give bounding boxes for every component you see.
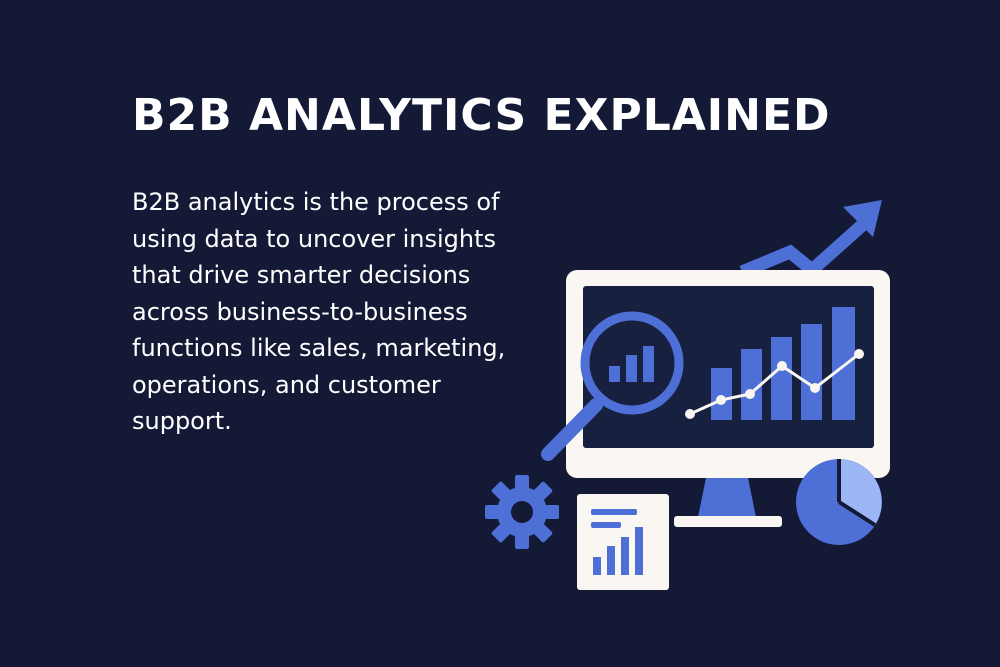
- gear-icon: [485, 475, 559, 549]
- bar-chart-icon: [711, 307, 855, 420]
- pie-chart-icon: [796, 459, 882, 545]
- line-chart-icon: [685, 349, 864, 419]
- report-card-icon: [577, 494, 669, 590]
- magnifier-icon: [541, 311, 684, 461]
- page-title: B2B ANALYTICS EXPLAINED: [132, 90, 831, 141]
- trend-arrow-icon: [739, 200, 882, 279]
- analytics-illustration: [485, 200, 890, 590]
- description-text: B2B analytics is the process of using da…: [132, 188, 506, 435]
